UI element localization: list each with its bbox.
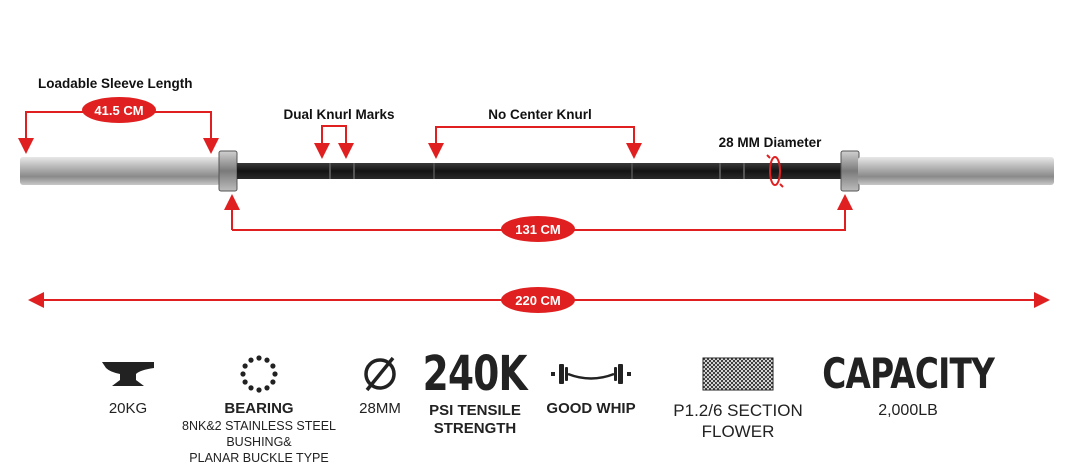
diameter-icon [343, 348, 417, 400]
spec-capacity-title: CAPACITY [822, 349, 995, 398]
sleeve-length-pill: 41.5 CM [82, 97, 156, 123]
spec-whip: GOOD WHIP [535, 348, 647, 418]
spec-weight-text: 20KG [108, 400, 148, 417]
whip-icon [535, 348, 647, 400]
spec-tensile: 240K PSI TENSILE STRENGTH [415, 346, 535, 438]
right-collar [840, 150, 860, 192]
left-sleeve [20, 157, 220, 185]
bar-shaft [237, 163, 841, 179]
spec-bearing-line4: PLANAR BUCKLE TYPE [189, 451, 329, 465]
shaft-length-bracket [224, 194, 853, 231]
dual-knurl-label: Dual Knurl Marks [283, 107, 394, 122]
spec-weight: 20KG [88, 348, 168, 418]
sleeve-length-label: Loadable Sleeve Length [38, 76, 193, 91]
spec-diameter-text: 28MM [359, 400, 401, 417]
spec-bearing-title: BEARING [224, 400, 294, 417]
spec-bearing-line2: 8NK&2 STAINLESS STEEL [182, 419, 336, 433]
sleeve-length-value: 41.5 CM [94, 103, 143, 118]
spec-knurl-line1: P1.2/6 SECTION [673, 401, 803, 420]
left-collar [218, 150, 238, 192]
spec-bearing: BEARING 8NK&2 STAINLESS STEEL BUSHING& P… [166, 348, 352, 466]
total-length-value: 220 CM [515, 293, 561, 308]
barbell [20, 150, 1054, 192]
anvil-icon [88, 348, 168, 400]
spec-diameter: 28MM [343, 348, 417, 418]
right-sleeve [858, 157, 1054, 185]
spec-knurl-line2: FLOWER [701, 422, 775, 441]
spec-capacity: CAPACITY 2,000LB [808, 346, 1008, 420]
shaft-length-pill: 131 CM [501, 216, 575, 242]
center-knurl-bracket [428, 126, 642, 159]
no-center-knurl-label: No Center Knurl [488, 107, 592, 122]
diameter-label: 28 MM Diameter [719, 135, 823, 150]
bearing-icon [166, 348, 352, 400]
diameter-rotation-icon [766, 154, 784, 188]
spec-whip-text: GOOD WHIP [546, 400, 636, 417]
dual-knurl-bracket [314, 125, 354, 159]
shaft-length-value: 131 CM [515, 222, 561, 237]
spec-tensile-line2: STRENGTH [433, 420, 517, 437]
spec-tensile-value: 240K [422, 346, 528, 402]
spec-tensile-line1: PSI TENSILE [429, 402, 521, 419]
spec-bearing-line3: BUSHING& [226, 435, 292, 449]
spec-knurl: P1.2/6 SECTION FLOWER [652, 348, 824, 442]
spec-capacity-value: 2,000LB [878, 402, 938, 419]
knurl-pattern-icon [652, 348, 824, 400]
total-length-pill: 220 CM [501, 287, 575, 313]
